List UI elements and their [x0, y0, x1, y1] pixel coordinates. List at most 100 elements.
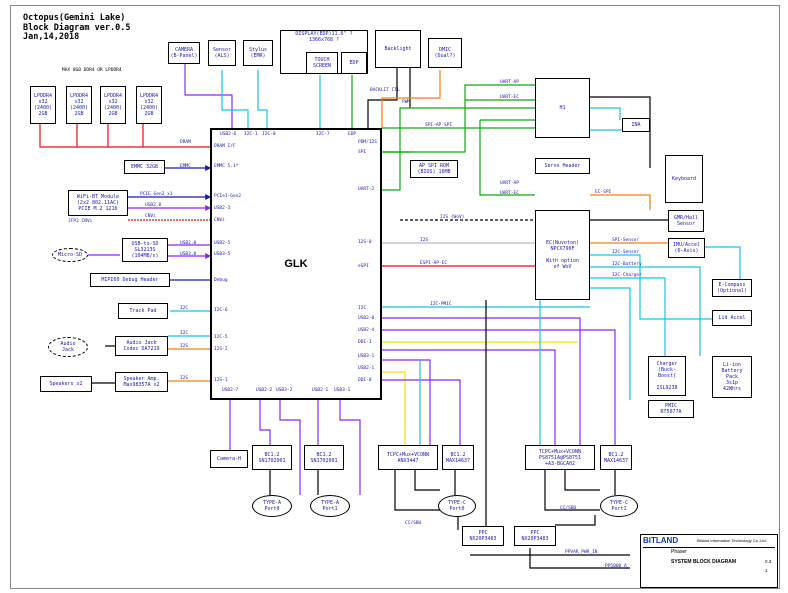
soc-pin-left-0: DRAM I/F	[214, 144, 236, 149]
tcpc1-port-line	[544, 470, 600, 511]
lid-accel-block: Lid Accel	[712, 310, 752, 326]
als-i2c-line	[221, 70, 249, 128]
soc-pin-right-7: DDI-1	[358, 340, 372, 345]
soc-pin-left-7: Debug	[214, 278, 228, 283]
camera-usb-line	[184, 60, 233, 128]
soc-pin-top-3: I2C-7	[316, 132, 330, 137]
gmr-hall-block: GMR/Hall Sensor	[668, 210, 704, 232]
charger-block: Charger (Buck-Boost) ISL9238	[648, 356, 686, 396]
sheet-title: SYSTEM BLOCK DIAGRAM	[671, 559, 736, 565]
sig-uart-ec2: UART-EC	[500, 191, 519, 196]
bc-a0-line	[259, 400, 271, 445]
usb3-tcpc0-line	[382, 379, 461, 445]
soc-pin-top-0: USB2-6	[220, 132, 237, 137]
soc-pin-left-10: I2S-2	[214, 347, 228, 352]
soc-pin-right-10: DDI-0	[358, 378, 372, 383]
pmic-block: PMIC RT5077A	[648, 400, 694, 418]
dmic-block: DMIC (Dual?)	[428, 38, 462, 68]
sig-uart-ec: UART-EC	[500, 95, 519, 100]
sig-i2c-battery: I2C-Battery	[612, 262, 642, 267]
sig-dram: DRAM	[180, 140, 191, 145]
sig-cc-sbu1: CC/SBU	[560, 506, 577, 511]
soc-pin-right-2: I2S-0	[358, 240, 372, 245]
typea0-line	[279, 400, 301, 495]
soc-pin-right-9: USB2-1	[358, 366, 375, 371]
typea1-line	[339, 400, 361, 495]
lpddr4-2: LPDDR4 x32 (2400) 2GB	[100, 86, 126, 124]
soc-pin-bottom-0: USB2-7	[222, 388, 239, 393]
edp-block: EDP	[341, 52, 367, 74]
lpddr4-0: LPDDR4 x32 (2400) 2GB	[30, 86, 56, 124]
sig-pcie: PCIE Gen2 x1	[140, 192, 173, 197]
h1-ina-line	[590, 107, 621, 120]
audio-jack-oval: Audio Jack	[48, 337, 88, 357]
sig-pp5000: PP5000_A	[605, 564, 627, 569]
soc-pin-right-3: eSPI	[358, 264, 369, 269]
usb-sd-block: USB-to-SD GL3213S (104MB/s)	[122, 238, 168, 262]
title-block: BITLAND Bitland Information Technology C…	[640, 534, 778, 588]
lid-accel-line	[590, 254, 712, 320]
sig-ec-spi: EC-SPI	[595, 190, 612, 195]
soc-pin-bottom-1: USB2-2	[256, 388, 273, 393]
battery-line	[590, 266, 701, 356]
tcpc1-block: TCPC+Mux+VCONN PS8751A@PS8751 +A3-BGCA02	[525, 445, 595, 470]
h1-block: H1	[535, 78, 590, 138]
h1-spi-line	[382, 84, 535, 153]
keyboard-block: Keyboard	[665, 155, 703, 203]
imu-block: IMU/Accel (6-Axis)	[668, 238, 705, 258]
soc-pin-left-4: CNVi	[214, 218, 225, 223]
sig-spi-sensor: SPI-Sensor	[612, 238, 640, 243]
sig-usb30: USB3.0	[180, 252, 197, 257]
mipi-debug-block: MIPI60 Debug Header	[90, 273, 170, 287]
project-name: Phaser	[671, 549, 687, 555]
sig-spi-ap-spi: SPI-AP-SPI	[425, 123, 453, 128]
usbsd-line	[168, 244, 210, 256]
tcpc0-port-line	[394, 470, 440, 511]
dmic-line	[381, 70, 441, 128]
memory-note: MAX 8GB DDR4 OR LPDDR4	[62, 68, 122, 73]
ppc0-block: PPC NX20P3483	[462, 526, 504, 546]
bc-max1-block: BC1.2 MAX14637	[600, 445, 632, 470]
company-name: Bitland Information Technology Co.,Ltd.	[697, 538, 767, 543]
sig-usb20b: USB2.0	[180, 241, 197, 246]
compass-line	[705, 246, 741, 280]
sig-i2s-amp: I2S	[180, 376, 189, 381]
sig-emmc: EMMC	[180, 164, 191, 169]
diagram-title: Octopus(Gemini Lake) Block Diagram ver.0…	[23, 13, 131, 42]
ec-spi-line	[590, 194, 651, 210]
h1-keyboard-line	[590, 96, 651, 168]
jfp2-label: JFP2 CNVi	[68, 219, 93, 224]
sig-i2c-trackpad: I2C	[180, 306, 189, 311]
soc-pin-left-6: USB3-5	[214, 252, 231, 257]
bc-max0-block: BC1.2 MAX14637	[442, 445, 474, 470]
charger-line	[590, 277, 666, 356]
battery-block: Li-ion Battery Pack 3s1p 42Whrs	[712, 356, 752, 398]
soc-pin-bottom-3: USB2-1	[312, 388, 329, 393]
typec-port0: TYPE-C Port0	[438, 495, 476, 517]
sig-cnvi: CNVi	[145, 214, 156, 219]
company-logo: BITLAND	[643, 536, 679, 545]
sig-i2c-pmic: I2C-PMIC	[430, 302, 452, 307]
soc-pin-top-2: I2C-0	[262, 132, 276, 137]
pmic-line	[590, 287, 631, 400]
sig-i2s: I2S	[420, 238, 429, 243]
ppc-link-line	[457, 515, 596, 530]
uart-ap-line	[382, 107, 535, 191]
soc-pin-top-1: I2C-1	[244, 132, 258, 137]
sig-i2s-codec: I2S	[180, 344, 189, 349]
soc-pin-bottom-4: USB3-1	[334, 388, 351, 393]
soc-pin-left-11: I2S-1	[214, 378, 228, 383]
sig-cc-sbu0: CC/SBU	[405, 521, 422, 526]
typec-port1: TYPE-C Port1	[600, 495, 638, 517]
bc-left2-block: BC1.2 SN1702001	[304, 445, 344, 470]
camera-block: CAMERA (B-Panel)	[168, 42, 200, 64]
camera-h-block: Camera-H	[210, 450, 248, 468]
rev: 0.3	[765, 559, 772, 564]
speakers-block: Speakers x2	[40, 376, 92, 392]
lpddr4-1: LPDDR4 x32 (2400) 2GB	[66, 86, 92, 124]
soc-pin-right-6: USB2-4	[358, 328, 375, 333]
soc-pin-left-1: EMMC 5.1*	[214, 164, 239, 169]
bc-left1-block: BC1.2 SN1702001	[252, 445, 292, 470]
